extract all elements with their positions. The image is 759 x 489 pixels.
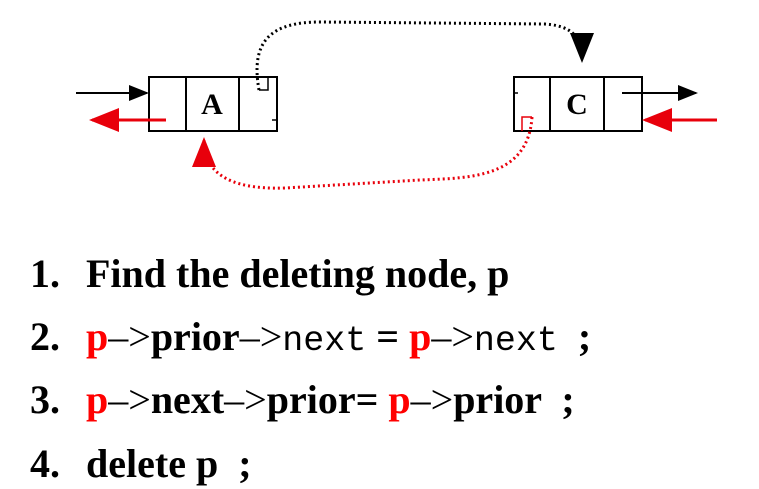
step-2-number: 2. [30, 314, 60, 359]
new-next-link [255, 20, 594, 91]
step-3-arrow-3: –> [410, 377, 454, 422]
step-2: 2.p–>prior–>next = p–>next ; [30, 313, 591, 361]
step-3-semicolon: ; [541, 377, 575, 422]
step-3-prior: prior [266, 377, 356, 422]
step-4-number: 4. [30, 441, 60, 486]
step-2-p: p [86, 314, 109, 359]
step-2-semicolon: ; [557, 314, 592, 359]
node-a: A [148, 76, 278, 132]
step-1-text: Find the deleting node, p [86, 251, 510, 296]
step-2-next2: next [473, 321, 558, 361]
step-4-text: delete p ; [86, 441, 252, 486]
step-3-arrow-2: –> [224, 377, 267, 422]
linked-list-diagram: A C [76, 20, 717, 190]
step-2-p2: p [409, 314, 432, 359]
step-2-arrow-3: –> [431, 314, 474, 359]
step-3-p: p [86, 377, 109, 422]
step-1-number: 1. [30, 251, 60, 296]
step-3-equals: = [355, 377, 389, 422]
step-1: 1. Find the deleting node, p [30, 250, 509, 297]
new-prior-link [192, 116, 534, 190]
step-3-number: 3. [30, 377, 60, 422]
step-2-next: next [282, 321, 367, 361]
step-3-prior2: prior [453, 377, 542, 422]
step-2-arrow-1: –> [108, 314, 151, 359]
step-3-arrow-1: –> [108, 377, 151, 422]
step-3: 3.p–>next–>prior= p–>prior ; [30, 376, 575, 423]
step-2-equals: = [366, 314, 410, 359]
step-4: 4. delete p ; [30, 440, 252, 487]
step-3-p2: p [388, 377, 411, 422]
node-a-label: A [201, 88, 223, 121]
step-3-next: next [150, 377, 225, 422]
step-2-arrow-2: –> [239, 314, 283, 359]
step-2-prior: prior [150, 314, 240, 359]
node-c: C [513, 76, 643, 132]
node-c-label: C [566, 88, 588, 121]
